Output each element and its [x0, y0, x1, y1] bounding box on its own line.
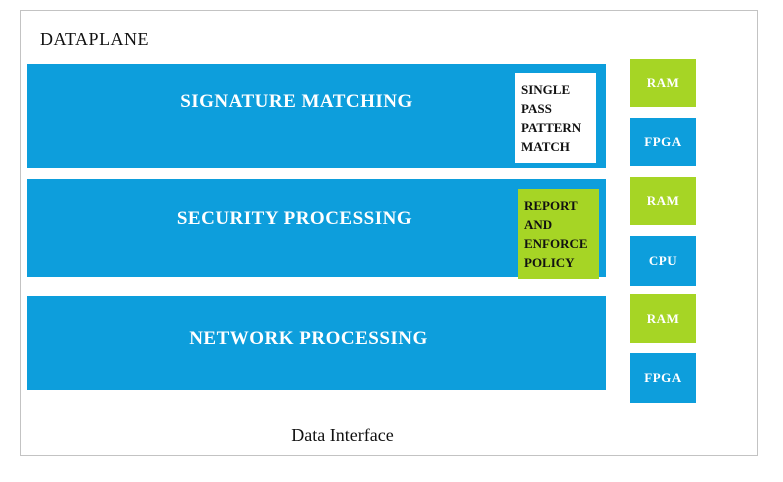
inner-box-line: POLICY	[524, 255, 575, 270]
bar-signature-matching-label: SIGNATURE MATCHING	[180, 91, 413, 112]
chip-ram-1: RAM	[630, 59, 696, 107]
chip-ram-2-label: RAM	[646, 193, 680, 208]
bar-network-processing: NETWORK PROCESSING	[27, 296, 606, 390]
inner-box-line: AND	[524, 217, 553, 232]
chip-cpu: CPU	[630, 236, 696, 286]
inner-box-line: PATTERN	[521, 120, 582, 135]
diagram-title: DATAPLANE	[40, 29, 150, 49]
chip-ram-1-label: RAM	[646, 75, 680, 90]
chip-ram-3: RAM	[630, 294, 696, 343]
inner-box-line: REPORT	[524, 198, 578, 213]
bar-signature-matching: SIGNATURE MATCHING SINGLE PASS PATTERN M…	[27, 64, 606, 168]
report-and-enforce-policy-box: REPORT AND ENFORCE POLICY	[518, 189, 599, 279]
chip-ram-2: RAM	[630, 177, 696, 225]
chip-cpu-label: CPU	[648, 253, 678, 268]
bar-security-processing: SECURITY PROCESSING REPORT AND ENFORCE P…	[27, 179, 606, 279]
chip-fpga-2: FPGA	[630, 353, 696, 403]
chip-fpga-1-label: FPGA	[644, 134, 682, 149]
inner-box-line: MATCH	[521, 139, 570, 154]
bar-security-processing-label: SECURITY PROCESSING	[176, 208, 413, 229]
chip-fpga-1: FPGA	[630, 118, 696, 166]
inner-box-line: SINGLE	[521, 82, 571, 97]
single-pass-pattern-match-box: SINGLE PASS PATTERN MATCH	[515, 73, 596, 163]
bar-network-processing-label: NETWORK PROCESSING	[189, 328, 428, 349]
chip-ram-3-label: RAM	[646, 310, 680, 326]
inner-box-line: PASS	[521, 101, 552, 116]
inner-box-line: ENFORCE	[524, 236, 588, 251]
chip-fpga-2-label: FPGA	[644, 370, 682, 385]
data-interface-label: Data Interface	[291, 425, 394, 445]
